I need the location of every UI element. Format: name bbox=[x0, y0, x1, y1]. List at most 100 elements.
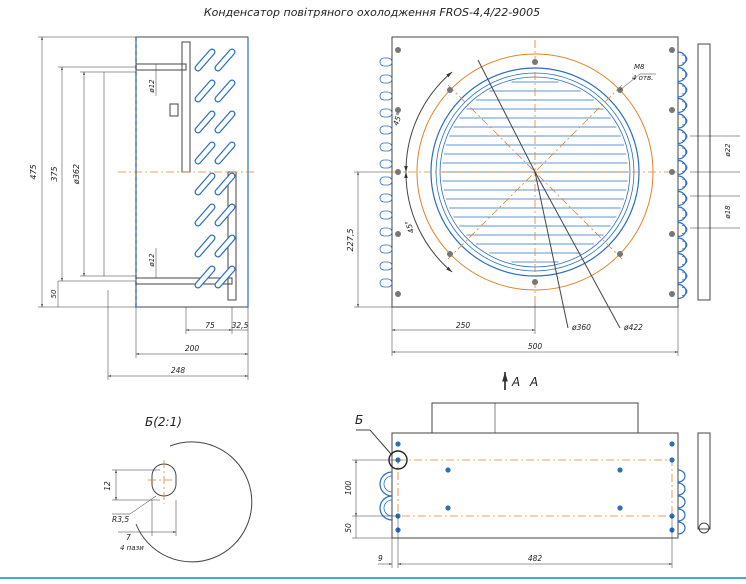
dim-500: 500 bbox=[528, 342, 543, 351]
dim-50: 50 bbox=[50, 289, 58, 298]
bottom-right-loop bbox=[677, 495, 686, 509]
mounting-hole bbox=[532, 279, 538, 285]
mounting-hole bbox=[617, 251, 623, 257]
header-pipe-top bbox=[181, 41, 191, 173]
bottom-left-loops bbox=[379, 471, 393, 521]
dim-32-5: 32,5 bbox=[232, 321, 249, 330]
bottom-hole bbox=[617, 467, 623, 473]
dim-75: 75 bbox=[205, 321, 215, 330]
mounting-hole bbox=[532, 59, 538, 65]
bottom-hole bbox=[395, 441, 401, 447]
mounting-hole bbox=[447, 251, 453, 257]
fin-edge bbox=[379, 193, 393, 203]
mounting-hole bbox=[395, 291, 401, 297]
dim-4-slots: 4 пази bbox=[120, 544, 144, 552]
bottom-right-loop bbox=[677, 521, 686, 535]
dim-d22: ø22 bbox=[724, 143, 732, 158]
section-label: A bbox=[529, 375, 538, 389]
mounting-hole bbox=[669, 47, 675, 53]
dim-d12-top: ø12 bbox=[148, 79, 156, 94]
dim-100: 100 bbox=[344, 481, 353, 496]
fin-edge bbox=[379, 227, 393, 237]
dim-d360: ø360 bbox=[571, 323, 591, 332]
fin-edge bbox=[379, 108, 393, 118]
fin-edge bbox=[379, 244, 393, 254]
dim-45-bottom: 45° bbox=[403, 219, 416, 235]
mounting-hole bbox=[447, 87, 453, 93]
dim-9: 9 bbox=[378, 554, 383, 563]
dim-d18: ø18 bbox=[724, 205, 732, 220]
mounting-hole bbox=[669, 291, 675, 297]
dim-475: 475 bbox=[29, 164, 38, 179]
section-arrow-label: A bbox=[511, 375, 520, 389]
coil-loop bbox=[677, 221, 687, 238]
fin-edge bbox=[379, 210, 393, 220]
mounting-hole bbox=[669, 169, 675, 175]
coil-loop bbox=[677, 175, 687, 191]
coil-loop bbox=[677, 97, 687, 114]
bottom-holes bbox=[395, 441, 675, 533]
dim-12-slot: 12 bbox=[103, 481, 112, 491]
bottom-loop bbox=[379, 471, 393, 497]
bottom-hole bbox=[617, 505, 623, 511]
fin-edge bbox=[379, 74, 393, 84]
dim-227-5: 227,5 bbox=[346, 229, 355, 252]
fin-edge bbox=[379, 57, 393, 67]
mounting-hole bbox=[395, 231, 401, 237]
bottom-hole bbox=[445, 467, 451, 473]
mounting-hole bbox=[395, 107, 401, 113]
bottom-hole bbox=[669, 441, 675, 447]
dim-250: 250 bbox=[456, 321, 471, 330]
mounting-hole bbox=[395, 47, 401, 53]
coil-loop bbox=[677, 237, 687, 253]
left-fin-edges bbox=[379, 57, 393, 288]
fin-edge bbox=[379, 142, 393, 152]
fin-edge bbox=[379, 261, 393, 271]
mounting-hole bbox=[669, 231, 675, 237]
bottom-hole bbox=[669, 457, 675, 463]
bottom-right-loop bbox=[677, 508, 686, 522]
coil-loop bbox=[677, 51, 687, 67]
mounting-hole bbox=[669, 107, 675, 113]
coil-loop bbox=[677, 252, 687, 269]
detail-view: Б(2:1) 12 R3,5 7 4 пази bbox=[103, 415, 253, 563]
coil-loop bbox=[677, 66, 687, 83]
dim-m8: M8 bbox=[634, 63, 645, 71]
dim-375: 375 bbox=[50, 166, 59, 181]
dim-4-holes: 4 отв. bbox=[632, 74, 653, 82]
coil-slots bbox=[194, 48, 236, 289]
coil-loop bbox=[677, 283, 687, 300]
dim-482: 482 bbox=[528, 554, 543, 563]
dim-d362: ø362 bbox=[72, 164, 81, 185]
bottom-right-loop bbox=[677, 469, 686, 483]
side-view: 475 375 ø362 ø12 ø12 50 75 32,5 200 248 bbox=[29, 36, 256, 380]
drawing-title: Конденсатор повітряного охолодження FROS… bbox=[204, 6, 540, 19]
bottom-view: Б 100 50 9 482 bbox=[344, 402, 711, 568]
right-coil-loops bbox=[677, 51, 688, 300]
coil-loop bbox=[677, 113, 687, 129]
coil-loop bbox=[677, 128, 687, 145]
bottom-right-loop bbox=[677, 482, 686, 496]
bottom-hole-pattern bbox=[397, 459, 673, 517]
mounting-hole bbox=[395, 169, 401, 175]
dim-7: 7 bbox=[126, 533, 131, 542]
fin-edge bbox=[379, 176, 393, 186]
dim-r3-5: R3,5 bbox=[112, 515, 129, 524]
dim-248: 248 bbox=[171, 366, 186, 375]
coil-loop bbox=[677, 206, 687, 222]
detail-title: Б(2:1) bbox=[145, 415, 182, 429]
coil-loop bbox=[677, 268, 687, 284]
fin-edge bbox=[379, 278, 393, 288]
dim-200: 200 bbox=[185, 344, 200, 353]
dim-d422: ø422 bbox=[623, 323, 643, 332]
fan-housing bbox=[431, 402, 639, 434]
dim-50-bottom: 50 bbox=[344, 523, 353, 533]
front-view: ø360 ø422 45° 45° 227,5 250 500 ø22 ø18 … bbox=[346, 36, 740, 356]
bottom-hole bbox=[445, 505, 451, 511]
fin-edge bbox=[379, 159, 393, 169]
coil-loop bbox=[677, 190, 687, 207]
fin-edge bbox=[379, 125, 393, 135]
coil-loop bbox=[677, 144, 687, 160]
fin-edge bbox=[379, 91, 393, 101]
